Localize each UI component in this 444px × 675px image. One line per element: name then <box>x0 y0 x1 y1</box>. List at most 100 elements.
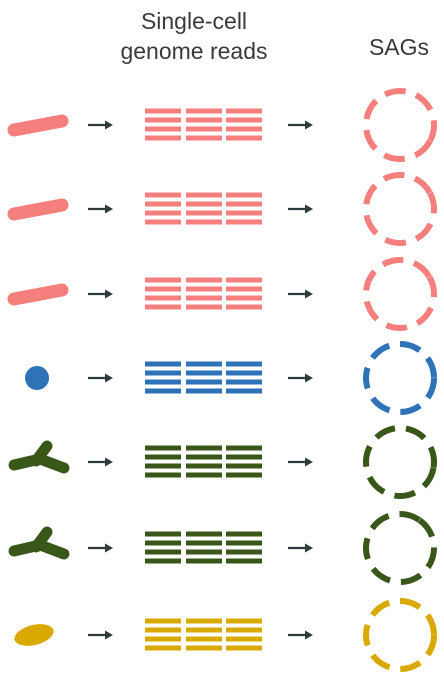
read-bar <box>186 362 222 367</box>
read-bar <box>186 550 222 555</box>
read-bar <box>186 305 222 310</box>
read-bar <box>226 541 262 546</box>
arrow-to-reads-icon <box>88 458 113 467</box>
genome-reads-block <box>145 278 262 310</box>
rod-shaped-cell-icon <box>14 290 62 299</box>
read-bar <box>186 559 222 564</box>
read-bar <box>145 127 181 132</box>
read-bar <box>186 541 222 546</box>
read-bar <box>226 446 262 451</box>
sag-ring-icon <box>366 601 434 669</box>
read-bar <box>186 464 222 469</box>
arrow-to-reads-icon <box>88 631 113 640</box>
read-bar <box>226 550 262 555</box>
arrow-head <box>305 631 313 640</box>
branched-cell-icon <box>14 446 64 468</box>
arrow-to-sag-icon <box>288 458 313 467</box>
read-bar <box>145 389 181 394</box>
arrow-head <box>105 544 113 553</box>
arrow-to-sag-icon <box>288 290 313 299</box>
read-bar <box>226 637 262 642</box>
read-bar <box>226 371 262 376</box>
read-bar <box>186 136 222 141</box>
arrow-to-reads-icon <box>88 544 113 553</box>
read-bar <box>226 389 262 394</box>
read-bar <box>226 473 262 478</box>
read-bar <box>145 455 181 460</box>
genome-reads-block <box>145 193 262 225</box>
diagram-row <box>14 423 439 502</box>
read-bar <box>186 371 222 376</box>
read-bar <box>226 287 262 292</box>
read-bar <box>145 278 181 283</box>
diagram-row <box>25 344 434 412</box>
arrow-to-reads-icon <box>88 205 113 214</box>
read-bar <box>226 202 262 207</box>
genome-reads-block <box>145 619 262 651</box>
read-bar <box>226 220 262 225</box>
arrow-head <box>305 121 313 130</box>
arrow-to-sag-icon <box>288 205 313 214</box>
read-bar <box>145 371 181 376</box>
read-bar <box>145 541 181 546</box>
sag-ring-icon <box>353 501 444 596</box>
sag-ring-icon <box>354 79 444 171</box>
read-bar <box>145 464 181 469</box>
read-bar <box>186 473 222 478</box>
read-bar <box>226 380 262 385</box>
read-bar <box>186 287 222 292</box>
read-bar <box>145 193 181 198</box>
read-bar <box>145 628 181 633</box>
genome-reads-block <box>145 109 262 141</box>
read-bar <box>226 455 262 460</box>
read-bar <box>226 305 262 310</box>
read-bar <box>226 109 262 114</box>
diagram-row <box>12 601 434 669</box>
read-bar <box>226 646 262 651</box>
genome-reads-block <box>145 446 262 478</box>
read-bar <box>186 619 222 624</box>
read-bar <box>226 464 262 469</box>
read-bar <box>145 211 181 216</box>
read-bar <box>186 211 222 216</box>
read-bar <box>186 278 222 283</box>
read-bar <box>186 446 222 451</box>
read-bar <box>186 220 222 225</box>
read-bar <box>186 532 222 537</box>
read-bar <box>186 389 222 394</box>
arrow-head <box>105 205 113 214</box>
read-bar <box>186 455 222 460</box>
diagram-row <box>14 79 444 171</box>
sag-ring-icon <box>354 163 444 255</box>
read-bar <box>145 646 181 651</box>
read-bar <box>145 109 181 114</box>
sag-ring-icon <box>366 344 434 412</box>
read-bar <box>226 532 262 537</box>
arrow-head <box>305 374 313 383</box>
diagram-row <box>14 501 444 596</box>
read-bar <box>226 127 262 132</box>
read-bar <box>226 296 262 301</box>
arrow-to-sag-icon <box>288 374 313 383</box>
arrow-head <box>305 544 313 553</box>
read-bar <box>145 296 181 301</box>
sag-ring-icon <box>354 248 444 341</box>
read-bar <box>145 619 181 624</box>
read-bar <box>145 473 181 478</box>
diagram-row <box>14 163 444 255</box>
arrow-to-reads-icon <box>88 121 113 130</box>
branched-cell-icon <box>14 532 64 554</box>
read-bar <box>226 278 262 283</box>
arrow-head <box>305 205 313 214</box>
read-bar <box>145 118 181 123</box>
read-bar <box>226 118 262 123</box>
read-bar <box>145 362 181 367</box>
oval-cell-icon <box>12 620 56 649</box>
diagram-row <box>14 248 444 341</box>
arrow-head <box>105 631 113 640</box>
read-bar <box>145 559 181 564</box>
read-bar <box>226 193 262 198</box>
read-bar <box>145 550 181 555</box>
read-bar <box>186 127 222 132</box>
